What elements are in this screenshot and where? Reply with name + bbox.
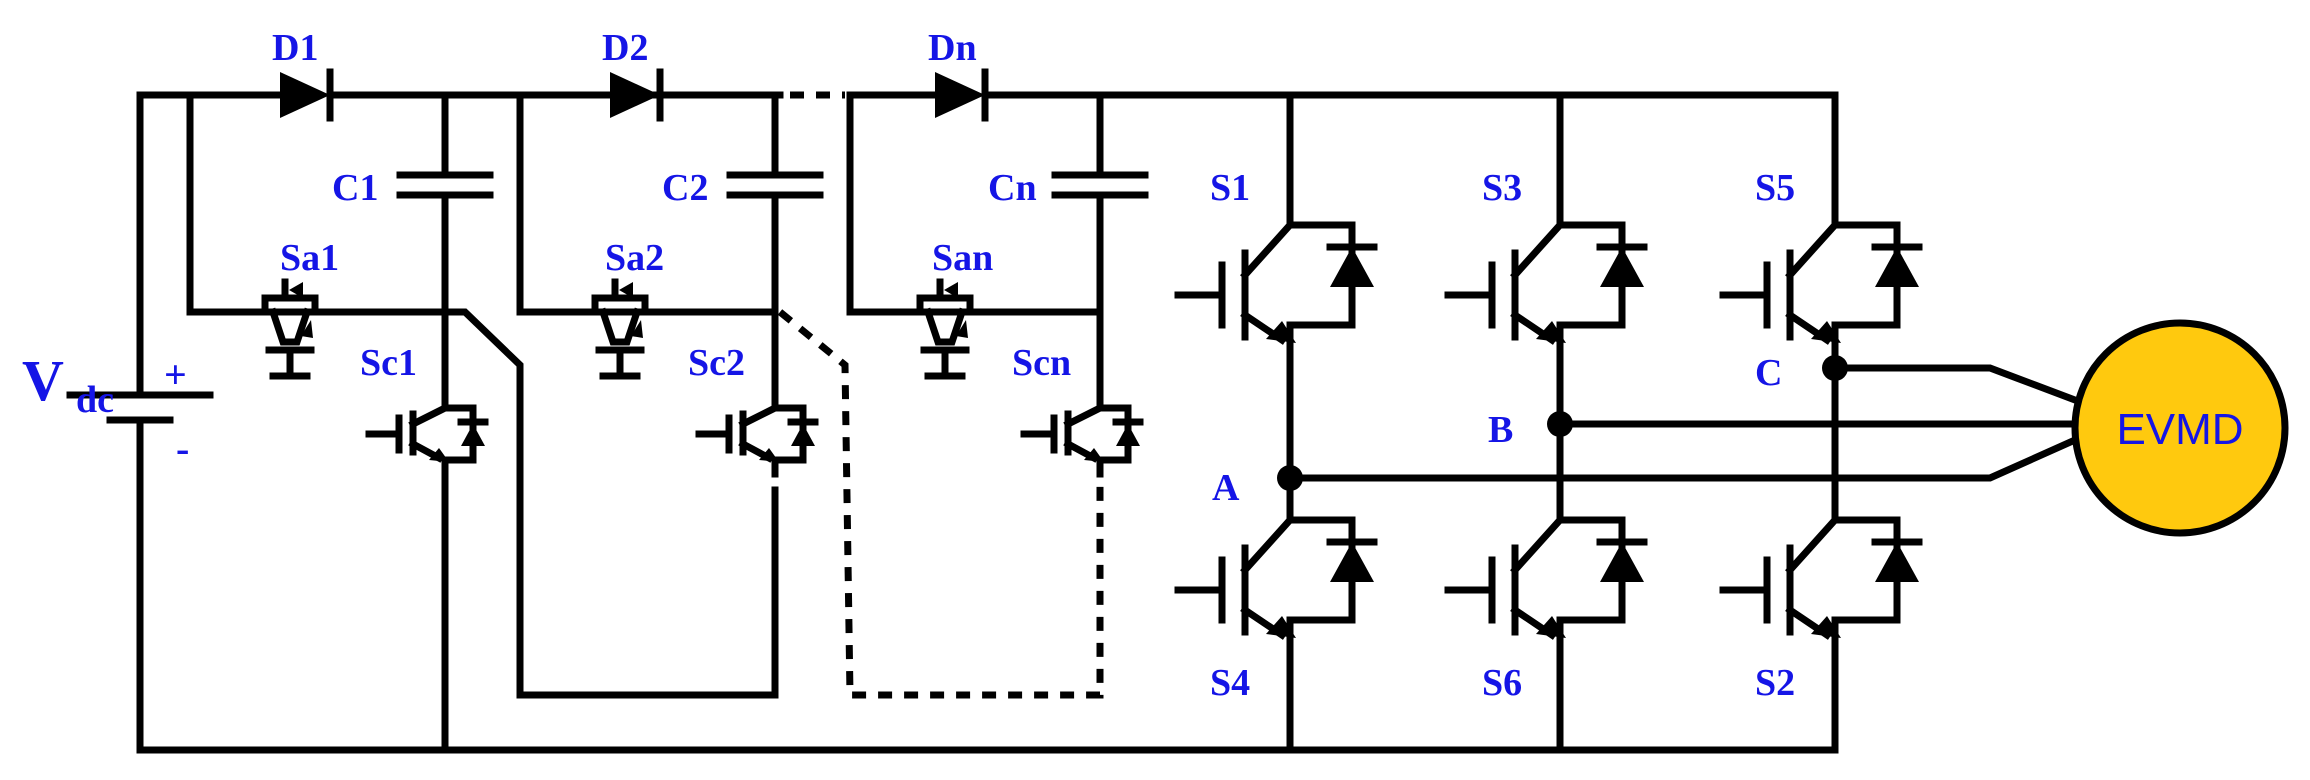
sa2-label: Sa2 — [605, 237, 664, 279]
igbt-icon — [1723, 490, 1919, 640]
d2-label: D2 — [602, 27, 648, 69]
san-label: San — [932, 237, 993, 279]
motor-label: EVMD — [2116, 405, 2243, 454]
sa1-label: Sa1 — [280, 237, 339, 279]
s2-label: S2 — [1755, 662, 1795, 704]
node-b — [1547, 411, 1573, 437]
node-c-label: C — [1755, 352, 1782, 394]
node-c — [1822, 355, 1848, 381]
vdc-label: V — [22, 348, 64, 413]
plus-label: + — [164, 352, 187, 397]
igbt-icon — [699, 390, 815, 474]
dashed-cell-link — [777, 309, 1104, 699]
igbt-icon — [1448, 490, 1644, 640]
igbt-icon — [575, 282, 665, 376]
s5-label: S5 — [1755, 167, 1795, 209]
igbt-icon — [1024, 390, 1140, 474]
igbt-icon — [1448, 195, 1644, 345]
vdc-subscript: dc — [76, 379, 114, 421]
igbt-icon — [245, 282, 335, 376]
igbt-icon — [1723, 195, 1919, 345]
s1-label: S1 — [1210, 167, 1250, 209]
igbt-icon — [1178, 490, 1374, 640]
motor-icon — [2071, 319, 2289, 537]
node-a-label: A — [1212, 467, 1240, 509]
s4-label: S4 — [1210, 662, 1250, 704]
c2-label: C2 — [662, 167, 708, 209]
s6-label: S6 — [1482, 662, 1522, 704]
sc2-label: Sc2 — [688, 342, 745, 384]
dn-label: Dn — [928, 27, 977, 69]
phase-a-wire — [1286, 435, 2080, 482]
scn-label: Scn — [1012, 342, 1071, 384]
sc1-label: Sc1 — [360, 342, 417, 384]
diode-icon — [610, 68, 664, 122]
diode-icon — [935, 68, 989, 122]
c1-label: C1 — [332, 167, 378, 209]
node-b-label: B — [1488, 409, 1513, 451]
node-a — [1277, 465, 1303, 491]
phase-c-wire — [1831, 364, 2080, 405]
cn-label: Cn — [988, 167, 1037, 209]
d1-label: D1 — [272, 27, 318, 69]
diode-icon — [280, 68, 334, 122]
igbt-icon — [1178, 195, 1374, 345]
igbt-icon — [900, 282, 990, 376]
igbt-icon — [369, 390, 485, 474]
s3-label: S3 — [1482, 167, 1522, 209]
minus-label: - — [176, 426, 189, 471]
